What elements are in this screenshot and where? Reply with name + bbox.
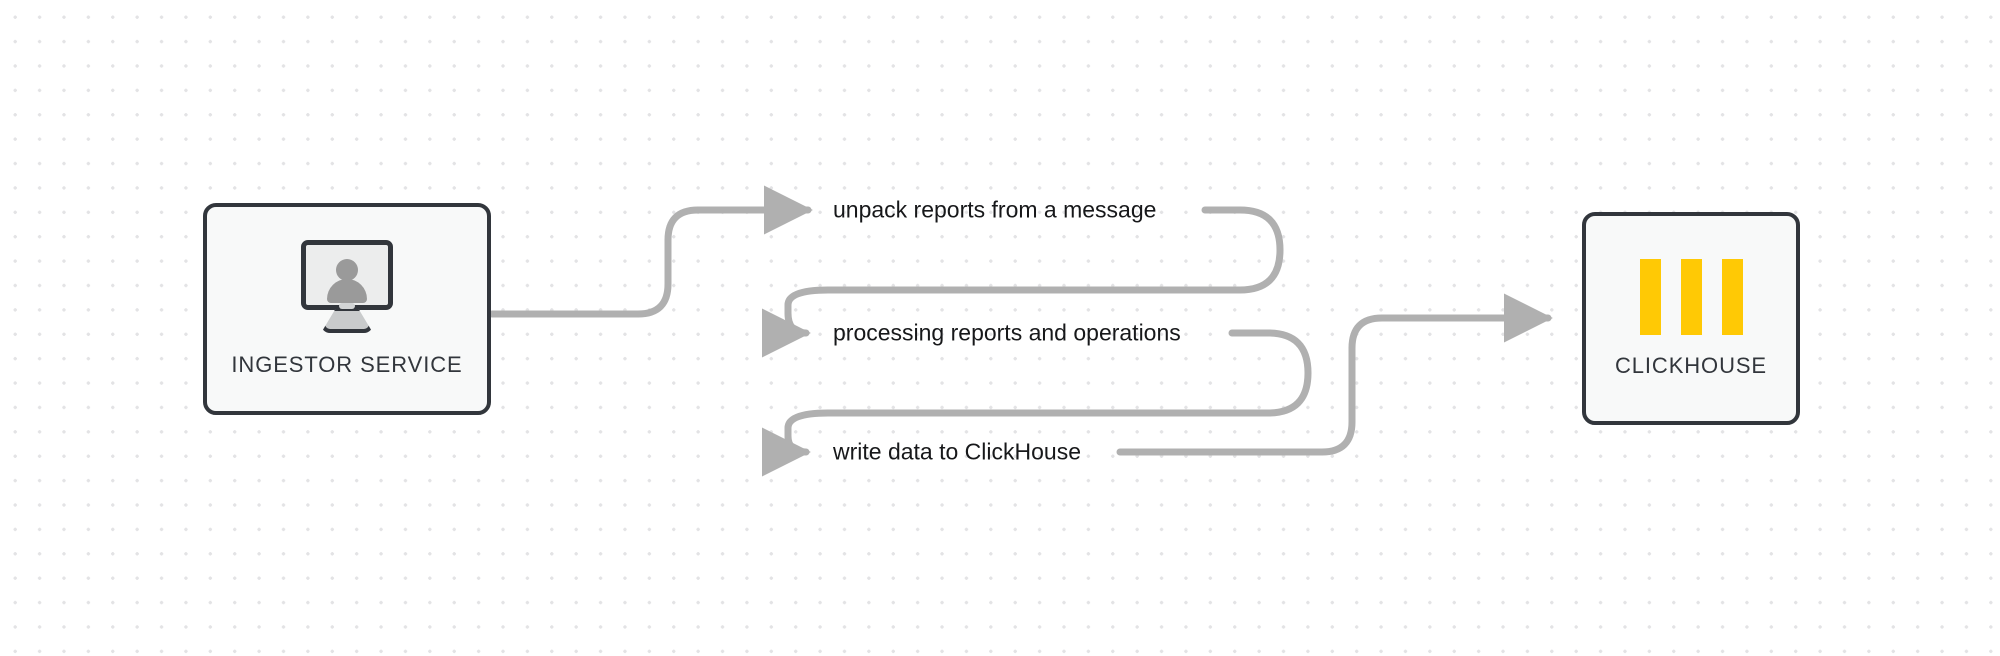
clickhouse-bar-2	[1680, 258, 1702, 335]
monitor-notch-icon	[339, 303, 355, 309]
edge-step3-to-clickhouse	[1116, 293, 1553, 456]
clickhouse-bars-icon	[1639, 258, 1743, 335]
clickhouse-bar-1	[1639, 258, 1661, 335]
node-ingestor-service[interactable]: INGESTOR SERVICE	[203, 203, 491, 415]
edge-step1-to-step2	[761, 206, 1284, 358]
monitor-screen-icon	[301, 240, 393, 310]
node-clickhouse[interactable]: CLICKHOUSE	[1582, 212, 1800, 425]
user-head-icon	[336, 259, 358, 281]
node-clickhouse-label: CLICKHOUSE	[1614, 352, 1768, 378]
monitor-user-icon	[293, 240, 401, 336]
monitor-stand-icon	[321, 307, 373, 333]
user-body-icon	[327, 279, 367, 303]
node-ingestor-label: INGESTOR SERVICE	[231, 352, 463, 377]
edge-label-step-1: unpack reports from a message	[833, 196, 1157, 223]
edge-label-step-2: processing reports and operations	[833, 319, 1181, 346]
edge-ingestor-to-step1	[488, 185, 813, 318]
edge-step2-to-step3	[761, 329, 1312, 477]
edge-label-step-3: write data to ClickHouse	[833, 438, 1081, 465]
clickhouse-bar-3	[1721, 258, 1743, 335]
